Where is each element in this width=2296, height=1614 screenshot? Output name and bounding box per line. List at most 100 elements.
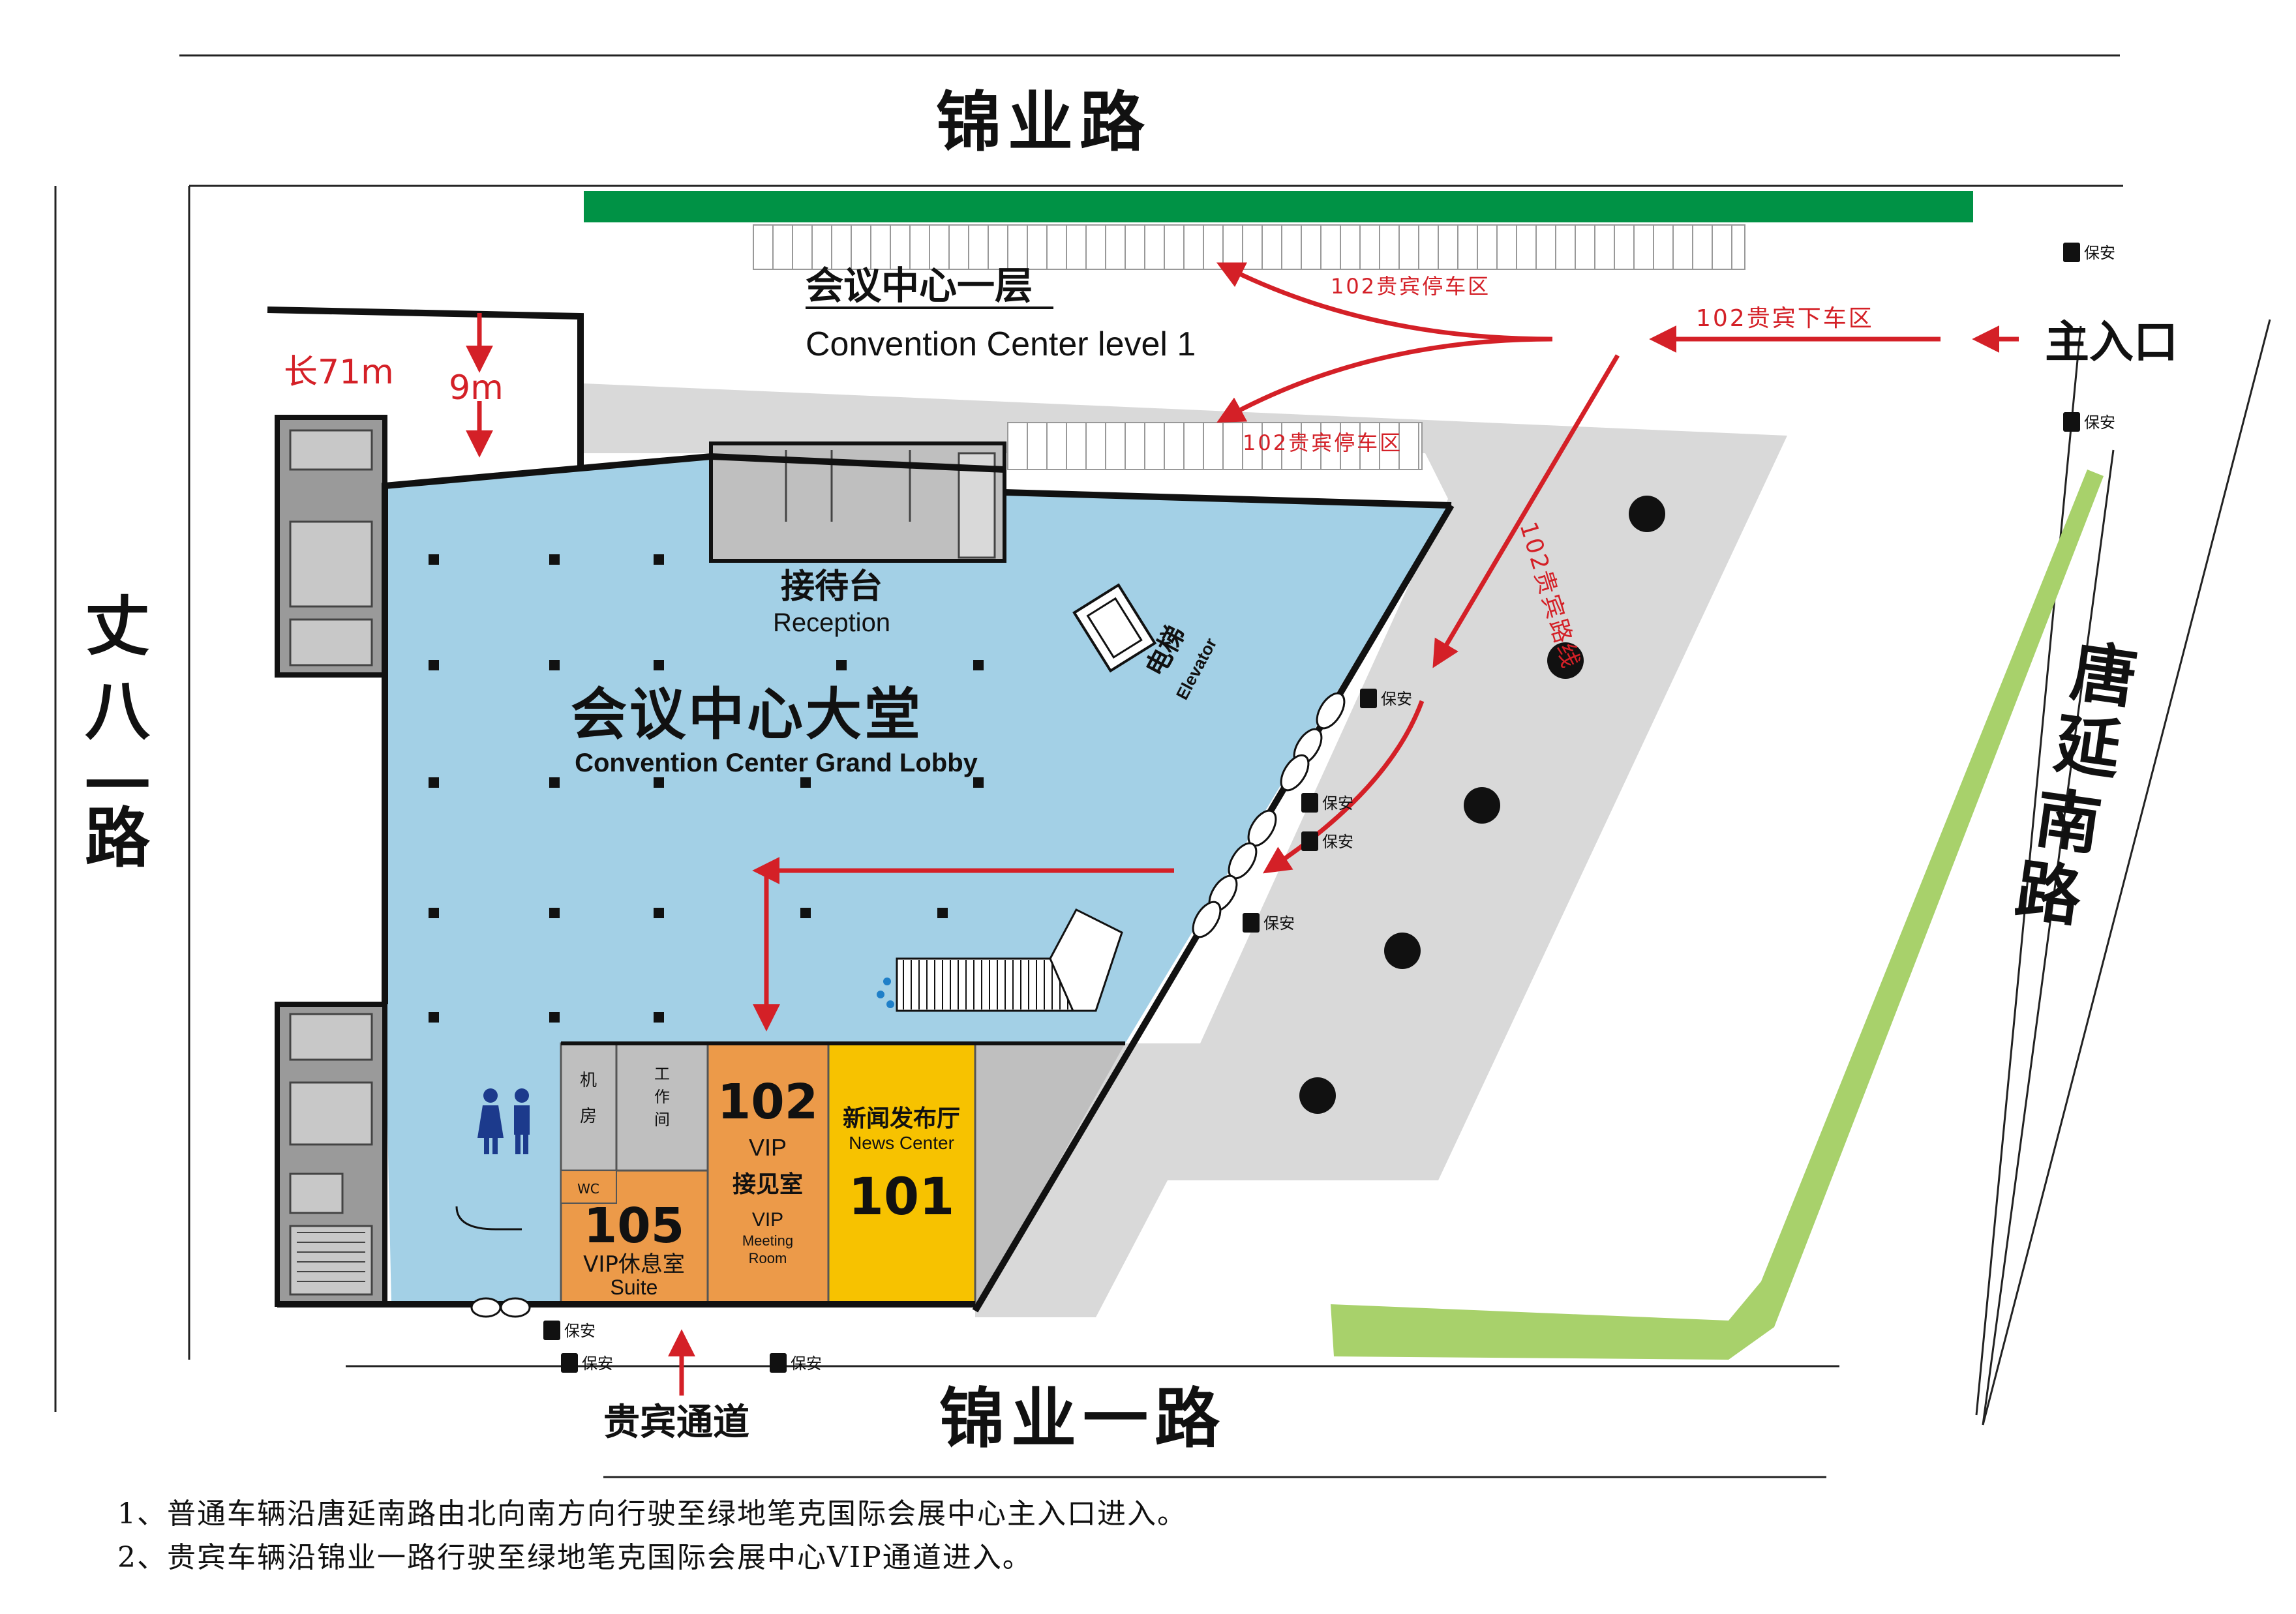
workroom xyxy=(615,1042,709,1172)
restroom-counter xyxy=(455,1206,522,1231)
road-north: 锦业路 xyxy=(936,84,1151,160)
lobby-column xyxy=(549,660,560,670)
east-glass-doors xyxy=(1192,692,1346,938)
workroom-label: 工 作 间 xyxy=(654,1065,670,1129)
room-102-en-1: VIP xyxy=(752,1209,783,1231)
dropoff-label: 102贵宾下车区 xyxy=(1696,305,1874,332)
reception-en: Reception xyxy=(773,608,890,637)
room-102-en-3: Room xyxy=(749,1250,787,1266)
staircase xyxy=(877,908,1123,1012)
note-2: 2、贵宾车辆沿锦业一路行驶至绿地笔克国际会展中心VIP通道进入。 xyxy=(117,1541,1033,1574)
north-green-strip xyxy=(584,191,1973,222)
lobby-column xyxy=(654,660,664,670)
grand-lobby xyxy=(385,456,1451,1304)
lobby-column xyxy=(973,777,984,788)
svg-text:保安: 保安 xyxy=(1381,690,1412,708)
west-service-blocks xyxy=(275,415,387,1307)
level-title-en: Convention Center level 1 xyxy=(806,325,1196,363)
svg-text:保安: 保安 xyxy=(2084,244,2115,262)
lobby-column xyxy=(937,908,948,918)
width-label: 9m xyxy=(449,368,504,408)
svg-text:机: 机 xyxy=(580,1071,597,1090)
lobby-title-cn: 会议中心大堂 xyxy=(571,682,923,747)
room-101-cn: 新闻发布厅 xyxy=(843,1105,960,1132)
road-lines xyxy=(54,54,2271,1478)
road-east: 唐 延 南 路 xyxy=(2011,633,2141,936)
road-south: 锦业一路 xyxy=(939,1381,1226,1457)
lobby-column xyxy=(800,908,811,918)
lobby-column xyxy=(654,908,664,918)
lobby-columns xyxy=(429,554,984,1023)
svg-text:唐: 唐 xyxy=(2066,633,2141,718)
lobby-column xyxy=(836,660,847,670)
room-105-number: 105 xyxy=(584,1198,684,1254)
svg-text:保安: 保安 xyxy=(791,1354,822,1373)
room-105-en: Suite xyxy=(611,1276,658,1299)
svg-text:保安: 保安 xyxy=(1322,794,1353,813)
lobby-column xyxy=(549,1012,560,1023)
vip-entrance-label: 贵宾通道 xyxy=(603,1401,749,1444)
svg-text:间: 间 xyxy=(654,1111,670,1129)
note-1: 1、普通车辆沿唐延南路由北向南方向行驶至绿地笔克国际会展中心主入口进入。 xyxy=(117,1497,1187,1531)
svg-text:八: 八 xyxy=(85,673,151,749)
room-102-number: 102 xyxy=(718,1074,818,1130)
room-102-en-2: Meeting xyxy=(742,1233,793,1249)
lobby-column xyxy=(549,777,560,788)
lobby-title-en: Convention Center Grand Lobby xyxy=(575,749,978,777)
south-parking-stalls xyxy=(1007,422,1423,470)
south-vip-doors xyxy=(470,1297,531,1318)
room-101-number: 101 xyxy=(849,1168,955,1227)
lobby-column xyxy=(429,554,439,565)
lobby-column xyxy=(654,1012,664,1023)
security-posts xyxy=(543,243,2080,1373)
lobby-column xyxy=(800,777,811,788)
elevator-icon xyxy=(1072,583,1157,673)
entrance-plaza xyxy=(584,383,1787,1317)
machine-room xyxy=(560,1042,618,1172)
lobby-column xyxy=(549,908,560,918)
lobby-column xyxy=(429,660,439,670)
level-title-cn: 会议中心一层 xyxy=(806,263,1033,308)
vip-route-arrows xyxy=(466,262,2019,1396)
lobby-column xyxy=(429,777,439,788)
svg-text:南: 南 xyxy=(2031,780,2106,865)
svg-text:保安: 保安 xyxy=(582,1354,613,1373)
lobby-column xyxy=(429,1012,439,1023)
lobby-column xyxy=(973,660,984,670)
svg-text:保安: 保安 xyxy=(2084,413,2115,432)
svg-text:路: 路 xyxy=(2011,852,2087,936)
wc-label: WC xyxy=(577,1181,599,1197)
north-parking-stalls xyxy=(753,224,1745,270)
room-102-cn: 接见室 xyxy=(733,1171,803,1198)
room-101-en: News Center xyxy=(849,1133,954,1153)
plaza-trees xyxy=(1299,496,1665,1114)
svg-text:工: 工 xyxy=(654,1065,670,1083)
lobby-column xyxy=(429,908,439,918)
lobby-column xyxy=(549,554,560,565)
lobby-column xyxy=(654,554,664,565)
svg-text:保安: 保安 xyxy=(1322,833,1353,851)
lobby-column xyxy=(654,777,664,788)
svg-text:路: 路 xyxy=(85,800,151,876)
room-105-cn: VIP休息室 xyxy=(583,1251,685,1278)
room-101[interactable] xyxy=(827,1042,976,1306)
machine-room-label: 机 房 xyxy=(580,1071,597,1126)
svg-text:房: 房 xyxy=(580,1107,597,1126)
restroom-icon xyxy=(477,1088,530,1154)
parking-south-label: 102贵宾停车区 xyxy=(1243,430,1402,455)
svg-text:作: 作 xyxy=(654,1088,670,1106)
svg-text:保安: 保安 xyxy=(1263,914,1295,933)
room-102-vip: VIP xyxy=(749,1134,787,1161)
svg-text:延: 延 xyxy=(2050,705,2125,790)
road-west: 丈 八 一 路 xyxy=(85,588,151,876)
reception-cn: 接待台 xyxy=(781,567,883,606)
security-labels: 保安 保安 保安 保安 保安 保安 保安 保安 保安 xyxy=(564,244,2115,1373)
wc-room xyxy=(560,1170,617,1204)
parking-north-label: 102贵宾停车区 xyxy=(1331,274,1490,299)
main-entrance-label: 主入口 xyxy=(2045,317,2178,368)
svg-text:保安: 保安 xyxy=(564,1322,596,1340)
svg-text:丈: 丈 xyxy=(85,588,150,665)
length-label: 长71m xyxy=(284,353,394,392)
svg-text:一: 一 xyxy=(85,748,150,824)
